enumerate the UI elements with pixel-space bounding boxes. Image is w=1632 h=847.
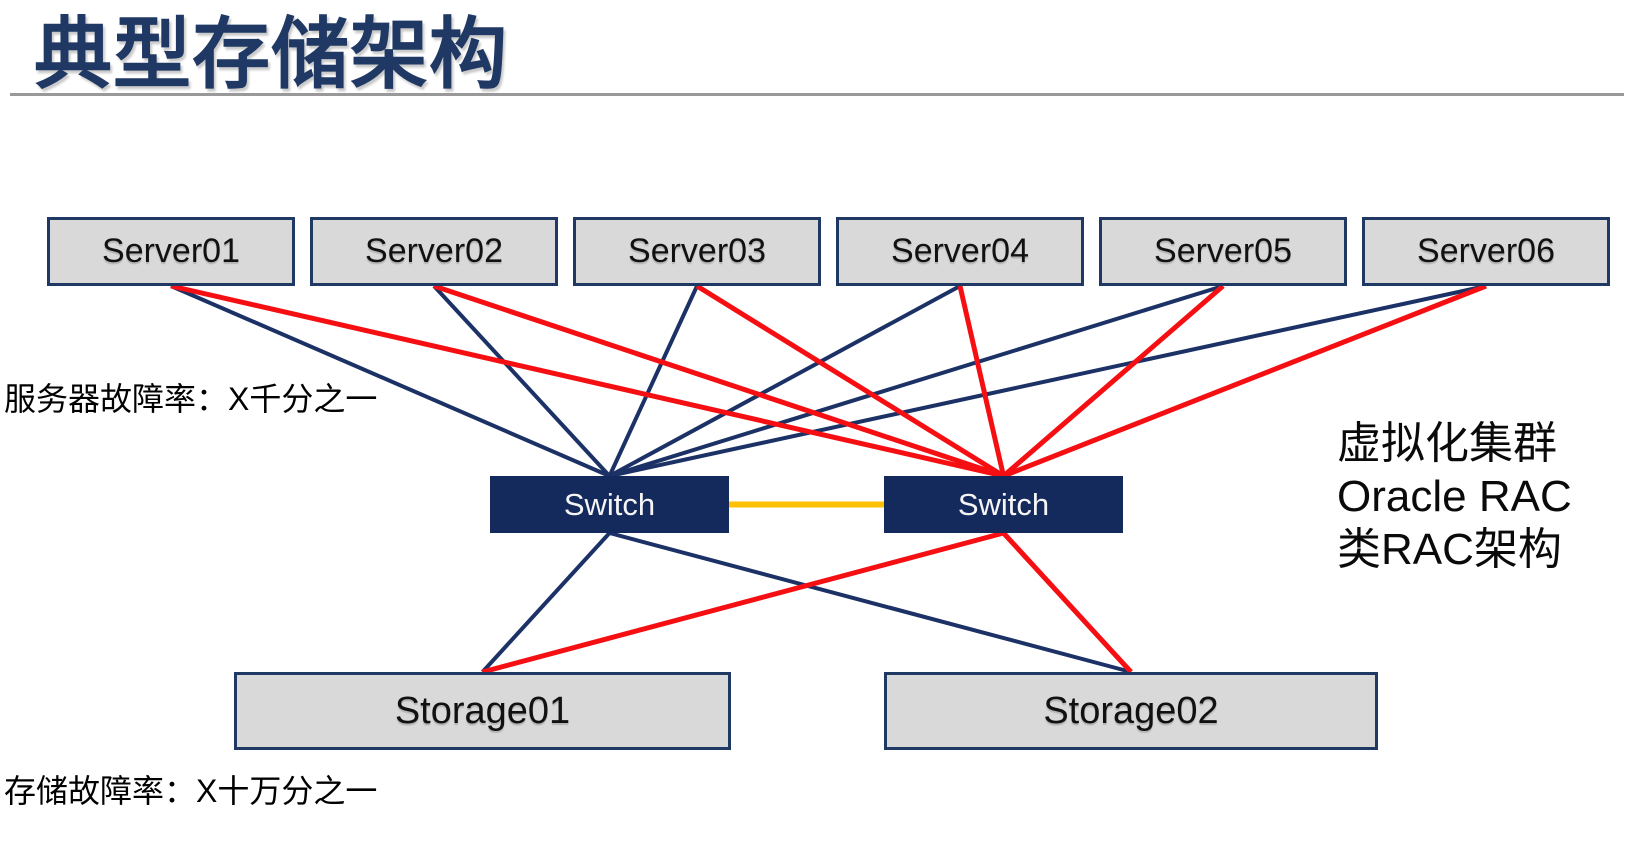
link-server05-switch-a: [608, 284, 1224, 478]
server06-label: Server06: [1417, 232, 1555, 270]
cluster-note-line-2: Oracle RAC: [1337, 472, 1572, 521]
cluster-note-line-1: 虚拟化集群: [1337, 419, 1557, 468]
server01-label: Server01: [102, 232, 240, 270]
server05-node: Server05: [1099, 217, 1347, 286]
cluster-note: 虚拟化集群 Oracle RAC 类RAC架构: [1337, 417, 1572, 576]
link-server02-switch-b: [433, 283, 1005, 479]
link-server06-switch-a: [609, 284, 1487, 478]
server01-node: Server01: [47, 217, 295, 286]
storage01-node: Storage01: [234, 672, 731, 750]
server02-node: Server02: [310, 217, 558, 286]
server04-label: Server04: [891, 232, 1029, 270]
switch-left-node: Switch: [490, 476, 729, 533]
switch-left-label: Switch: [563, 486, 656, 522]
server06-node: Server06: [1362, 217, 1610, 286]
link-server03-switch-a: [607, 285, 699, 477]
server03-label: Server03: [628, 232, 766, 270]
link-server01-switch-a: [170, 284, 611, 478]
slide-title: 典型存储架构: [34, 10, 509, 98]
server04-node: Server04: [836, 217, 1084, 286]
server03-node: Server03: [573, 217, 821, 286]
server05-label: Server05: [1154, 232, 1292, 270]
storage02-node: Storage02: [884, 672, 1378, 750]
link-switch-b-storage01: [481, 530, 1005, 675]
link-server04-switch-a: [608, 284, 961, 478]
link-server04-switch-b: [957, 285, 1006, 477]
link-server03-switch-b: [695, 283, 1005, 479]
title-divider: [10, 93, 1624, 96]
switch-right-node: Switch: [884, 476, 1123, 533]
link-switch-b-storage02: [1001, 531, 1133, 674]
link-server02-switch-a: [432, 284, 611, 478]
link-switch-a-storage01: [481, 531, 611, 674]
server-failure-rate-label: 服务器故障率：X千分之一: [4, 381, 378, 417]
link-server01-switch-b: [170, 283, 1005, 479]
cluster-note-line-3: 类RAC架构: [1337, 525, 1562, 574]
link-server06-switch-b: [1002, 283, 1487, 479]
switch-right-label: Switch: [957, 486, 1050, 522]
link-server05-switch-b: [1001, 284, 1225, 478]
storage01-label: Storage01: [394, 689, 571, 732]
server02-label: Server02: [365, 232, 503, 270]
storage02-label: Storage02: [1043, 689, 1219, 732]
link-switch-a-storage02: [608, 531, 1132, 674]
storage-failure-rate-label: 存储故障率：X十万分之一: [4, 773, 378, 809]
